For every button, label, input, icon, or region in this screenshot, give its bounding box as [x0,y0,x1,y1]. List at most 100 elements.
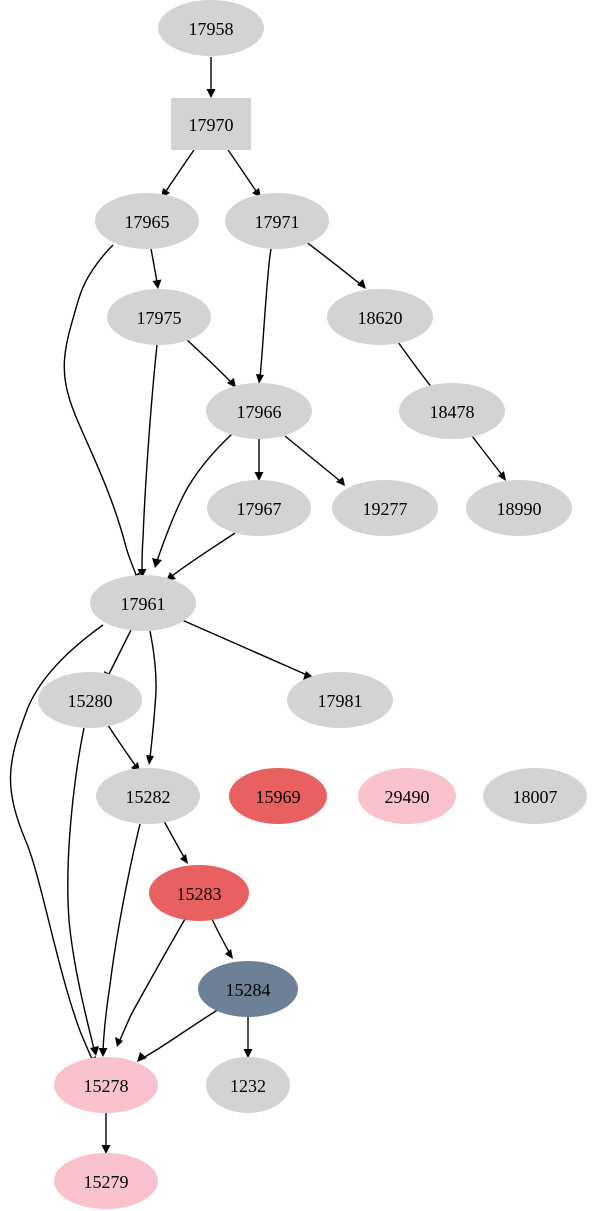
node-ellipse-shape[interactable] [358,768,456,824]
node-ellipse-shape[interactable] [483,768,587,824]
edge-arrowhead-icon [146,755,154,765]
graph-node-18007[interactable]: 18007 [483,768,587,824]
graph-node-18990[interactable]: 18990 [466,480,572,536]
graph-node-15283[interactable]: 15283 [149,865,249,921]
node-ellipse-shape[interactable] [107,289,211,345]
graph-node-17967[interactable]: 17967 [207,480,311,536]
edge-line [397,341,434,390]
edge-line [108,629,132,675]
edge-line [259,248,272,378]
node-ellipse-shape[interactable] [332,480,438,536]
node-ellipse-shape[interactable] [54,1057,158,1113]
edge-line [181,619,308,676]
graph-node-15278[interactable]: 15278 [54,1057,158,1113]
graph-edge [67,727,99,1056]
edge-arrowhead-icon [256,374,264,384]
edge-line [142,1008,220,1059]
graph-edge [184,337,236,388]
edge-arrowhead-icon [225,949,233,959]
graph-node-15280[interactable]: 15280 [38,672,142,728]
edge-line [304,240,361,285]
graph-node-18620[interactable]: 18620 [327,289,433,345]
graph-node-15284[interactable]: 15284 [198,961,298,1017]
graph-node-17961[interactable]: 17961 [90,575,196,631]
edge-line [150,248,158,283]
node-ellipse-shape[interactable] [198,961,298,1017]
graph-edge [211,918,233,959]
graph-edge [101,1113,111,1154]
edge-line [184,337,232,383]
node-ellipse-shape[interactable] [229,768,327,824]
graph-edge [227,149,261,198]
graph-edge [254,439,264,481]
edge-line [227,149,257,192]
graph-node-17975[interactable]: 17975 [107,289,211,345]
graph-edge [206,57,216,98]
graph-edge [146,630,157,765]
graph-edge [181,619,314,680]
edge-line [9,624,104,1060]
graph-edge [284,435,345,486]
edge-arrowhead-icon [115,1037,123,1047]
edge-arrowhead-icon [243,1049,253,1058]
node-box-shape[interactable] [171,98,251,150]
node-ellipse-shape[interactable] [96,768,200,824]
node-ellipse-shape[interactable] [149,865,249,921]
node-ellipse-shape[interactable] [38,672,142,728]
edge-line [141,344,158,572]
edge-arrowhead-icon [180,854,188,864]
graph-node-17965[interactable]: 17965 [95,193,199,249]
graph-edge [137,344,158,578]
edge-line [107,724,136,766]
graph-edge [161,149,195,198]
edge-arrowhead-icon [101,1145,111,1154]
graph-edge [98,823,141,1057]
edge-line [165,149,195,192]
graph-edge [104,629,132,681]
graph-node-17958[interactable]: 17958 [158,0,264,56]
graph-node-17970[interactable]: 17970 [171,98,251,150]
graph-node-19277[interactable]: 19277 [332,480,438,536]
graph-edge [166,532,236,581]
edge-line [149,630,157,759]
graph-node-1232[interactable]: 1232 [206,1057,290,1113]
node-ellipse-shape[interactable] [327,289,433,345]
graph-edge [107,724,140,772]
edge-line [156,433,233,562]
graph-edge [256,248,272,384]
graph-node-17981[interactable]: 17981 [287,672,393,728]
edge-arrowhead-icon [152,558,162,568]
graph-node-15969[interactable]: 15969 [229,768,327,824]
edge-arrowhead-icon [336,477,345,486]
edge-arrowhead-icon [152,279,162,289]
node-ellipse-shape[interactable] [399,383,505,439]
graph-edge [243,1017,253,1058]
edge-arrowhead-icon [357,279,366,289]
graph-node-29490[interactable]: 29490 [358,768,456,824]
node-ellipse-shape[interactable] [158,0,264,56]
edge-arrowhead-icon [98,1048,108,1057]
edge-arrowhead-icon [227,378,236,388]
node-ellipse-shape[interactable] [95,193,199,249]
node-ellipse-shape[interactable] [206,383,312,439]
edge-line [284,435,341,482]
graph-node-15282[interactable]: 15282 [96,768,200,824]
graph-edge [304,240,366,289]
graph-node-17971[interactable]: 17971 [225,193,329,249]
edge-arrowhead-icon [254,472,264,481]
node-ellipse-shape[interactable] [207,480,311,536]
edge-line [171,532,236,577]
graph-node-15279[interactable]: 15279 [54,1153,158,1209]
node-ellipse-shape[interactable] [225,193,329,249]
graph-node-17966[interactable]: 17966 [206,383,312,439]
node-ellipse-shape[interactable] [206,1057,290,1113]
graph-node-18478[interactable]: 18478 [399,383,505,439]
edge-line [67,727,95,1050]
node-ellipse-shape[interactable] [466,480,572,536]
node-ellipse-shape[interactable] [287,672,393,728]
node-ellipse-shape[interactable] [90,575,196,631]
edge-line [63,244,137,576]
node-ellipse-shape[interactable] [54,1153,158,1209]
